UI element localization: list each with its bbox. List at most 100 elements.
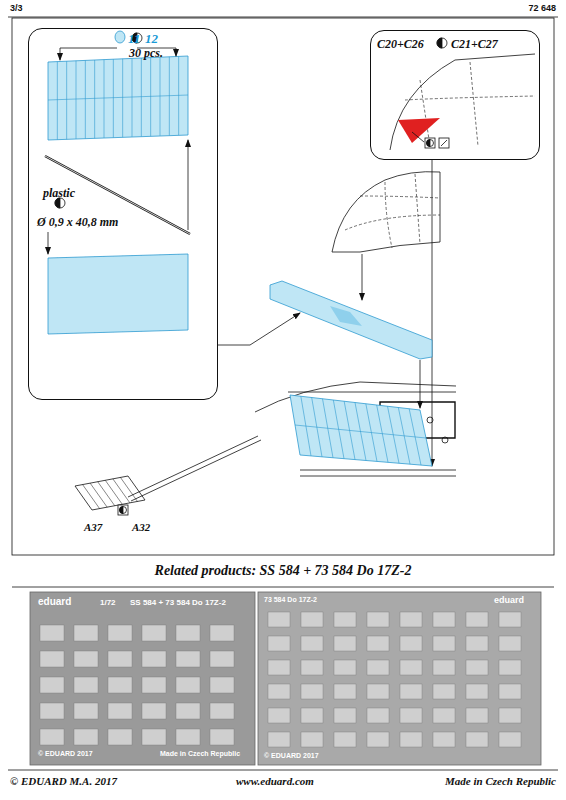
- repeat-stroke: [210, 625, 234, 641]
- repeat-stroke: [367, 636, 389, 651]
- repeat-stroke: [466, 684, 488, 699]
- page-note: Made in Czech Republic: [445, 775, 556, 787]
- repeat-stroke: [76, 61, 77, 139]
- repeat-stroke: [301, 660, 323, 675]
- part-label: Ø 0,9 x 40,8 mm: [37, 215, 118, 230]
- repeat-stroke: [334, 732, 356, 747]
- page-note: 72 648: [528, 3, 556, 13]
- repeat-stroke: [94, 60, 95, 138]
- repeat-stroke: [367, 708, 389, 723]
- repeat-stroke: [433, 612, 455, 627]
- repeat-stroke: [150, 58, 151, 137]
- repeat-stroke: [466, 708, 488, 723]
- related-band: Related products: SS 584 + 73 584 Do 17Z…: [12, 557, 554, 587]
- repeat-stroke: [108, 677, 132, 693]
- repeat-stroke: [334, 612, 356, 627]
- repeat-stroke: [400, 708, 422, 723]
- part-number: A37: [84, 521, 102, 533]
- repeat-stroke: [367, 684, 389, 699]
- repeat-stroke: [433, 732, 455, 747]
- repeat-stroke: [301, 708, 323, 723]
- repeat-stroke: [85, 60, 86, 138]
- repeat-stroke: [142, 677, 166, 693]
- detail-inset: 111230 pcs.plasticØ 0,9 x 40,8 mm: [28, 28, 218, 400]
- repeat-stroke: [499, 732, 521, 747]
- fret-text: eduard: [494, 595, 524, 605]
- part-number: A32: [132, 521, 150, 533]
- repeat-stroke: [83, 485, 100, 509]
- repeat-stroke: [40, 625, 64, 641]
- detail-inset: C20+C26C21+C27: [370, 30, 540, 160]
- repeat-stroke: [334, 660, 356, 675]
- repeat-stroke: [141, 58, 142, 137]
- repeat-stroke: [176, 703, 200, 719]
- repeat-stroke: [176, 651, 200, 667]
- related-title: Related products: SS 584 + 73 584 Do 17Z…: [12, 563, 554, 579]
- fret-text: Made in Czech Republic: [160, 750, 240, 757]
- repeat-stroke: [301, 732, 323, 747]
- repeat-stroke: [40, 703, 64, 719]
- repeat-stroke: [40, 651, 64, 667]
- part-label: plastic: [43, 186, 75, 201]
- repeat-stroke: [176, 625, 200, 641]
- repeat-stroke: [433, 708, 455, 723]
- repeat-stroke: [367, 612, 389, 627]
- repeat-stroke: [48, 95, 188, 100]
- repeat-stroke: [295, 425, 426, 438]
- repeat-stroke: [74, 729, 98, 745]
- repeat-stroke: [142, 625, 166, 641]
- repeat-stroke: [334, 708, 356, 723]
- part-label: 12: [145, 31, 158, 47]
- repeat-stroke: [132, 58, 133, 136]
- repeat-stroke: [400, 612, 422, 627]
- repeat-stroke: [108, 625, 132, 641]
- repeat-stroke: [40, 677, 64, 693]
- repeat-stroke: [113, 59, 114, 137]
- repeat-stroke: [120, 477, 137, 501]
- repeat-stroke: [74, 651, 98, 667]
- fret-text: 73 584 Do 17Z-2: [264, 596, 317, 603]
- repeat-stroke: [499, 708, 521, 723]
- repeat-stroke: [400, 660, 422, 675]
- repeat-stroke: [108, 729, 132, 745]
- repeat-stroke: [122, 59, 123, 137]
- repeat-stroke: [466, 732, 488, 747]
- repeat-stroke: [210, 729, 234, 745]
- repeat-stroke: [113, 479, 130, 503]
- repeat-stroke: [367, 660, 389, 675]
- repeat-stroke: [74, 703, 98, 719]
- repeat-stroke: [210, 651, 234, 667]
- repeat-stroke: [98, 482, 115, 506]
- repeat-stroke: [268, 636, 290, 651]
- repeat-stroke: [301, 684, 323, 699]
- repeat-stroke: [90, 483, 107, 507]
- repeat-stroke: [108, 703, 132, 719]
- repeat-stroke: [142, 729, 166, 745]
- repeat-stroke: [210, 703, 234, 719]
- repeat-stroke: [178, 56, 179, 135]
- repeat-stroke: [104, 60, 105, 138]
- repeat-stroke: [499, 684, 521, 699]
- repeat-stroke: [499, 636, 521, 651]
- repeat-stroke: [268, 612, 290, 627]
- part-label: 30 pcs.: [129, 46, 163, 61]
- repeat-stroke: [400, 684, 422, 699]
- repeat-stroke: [400, 636, 422, 651]
- page-note: 3/3: [10, 3, 23, 13]
- repeat-stroke: [400, 732, 422, 747]
- repeat-stroke: [433, 636, 455, 651]
- repeat-stroke: [268, 684, 290, 699]
- repeat-stroke: [433, 684, 455, 699]
- repeat-stroke: [40, 729, 64, 745]
- fret-text: SS 584 + 73 584 Do 17Z-2: [130, 598, 226, 607]
- repeat-stroke: [301, 612, 323, 627]
- repeat-stroke: [499, 660, 521, 675]
- repeat-stroke: [57, 62, 58, 140]
- repeat-stroke: [268, 732, 290, 747]
- repeat-stroke: [301, 636, 323, 651]
- repeat-stroke: [142, 703, 166, 719]
- fret-text: eduard: [38, 596, 71, 607]
- part-label: C20+C26: [377, 37, 424, 52]
- fret-text: © EDUARD 2017: [264, 752, 319, 759]
- repeat-stroke: [105, 480, 122, 504]
